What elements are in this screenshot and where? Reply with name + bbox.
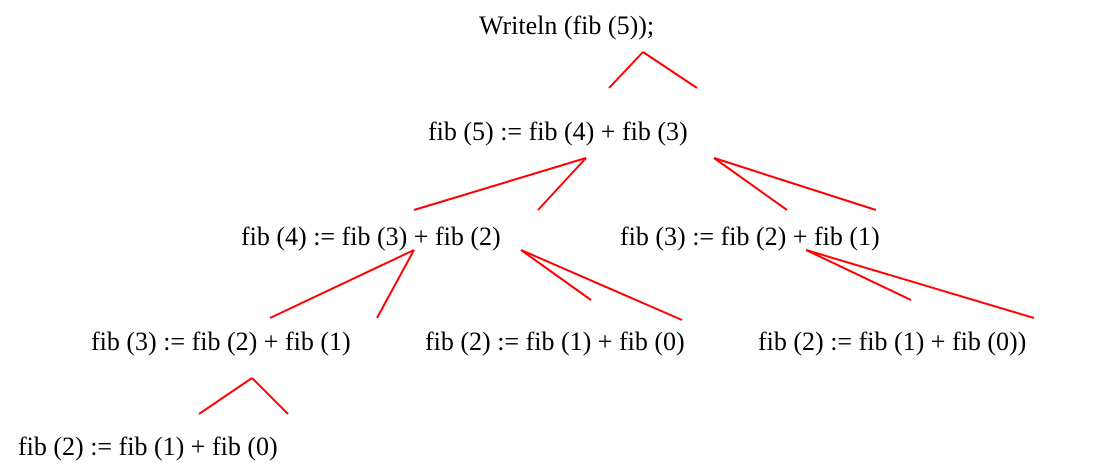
edge-fib5-to-fib3_right-right (713, 157, 877, 211)
edge-fib3_left-to-fib2_bottom-left (198, 377, 253, 415)
edge-fib3_right-to-fib2_right-left (805, 249, 912, 301)
edge-fib5-to-fib3_right-left (713, 157, 788, 211)
edge-fib5-to-fib4-left (413, 157, 587, 211)
title-call: Writeln (fib (5)); (479, 11, 655, 40)
node-fib3-right: fib (3) := fib (2) + fib (1) (620, 222, 880, 251)
node-fib5: fib (5) := fib (4) + fib (3) (428, 117, 688, 146)
edge-title-to-fib5-left (608, 51, 644, 89)
edge-fib4-to-fib2_mid-left (520, 249, 592, 301)
edge-fib4-to-fib3_left-left (269, 249, 415, 319)
edge-fib4-to-fib2_mid-right (520, 249, 683, 321)
node-fib2-bottom: fib (2) := fib (1) + fib (0) (18, 432, 278, 461)
node-fib2-middle: fib (2) := fib (1) + fib (0) (425, 327, 685, 356)
edge-fib3_left-to-fib2_bottom-right (251, 377, 289, 415)
edge-fib5-to-fib4-right (537, 157, 587, 211)
node-fib2-right: fib (2) := fib (1) + fib (0)) (758, 327, 1027, 356)
edge-title-to-fib5-right (642, 51, 698, 89)
node-fib4: fib (4) := fib (3) + fib (2) (241, 222, 501, 251)
edge-fib3_right-to-fib2_right-right (805, 249, 1035, 319)
node-fib3-left: fib (3) := fib (2) + fib (1) (91, 327, 351, 356)
edge-fib4-to-fib3_left-right (376, 249, 415, 319)
